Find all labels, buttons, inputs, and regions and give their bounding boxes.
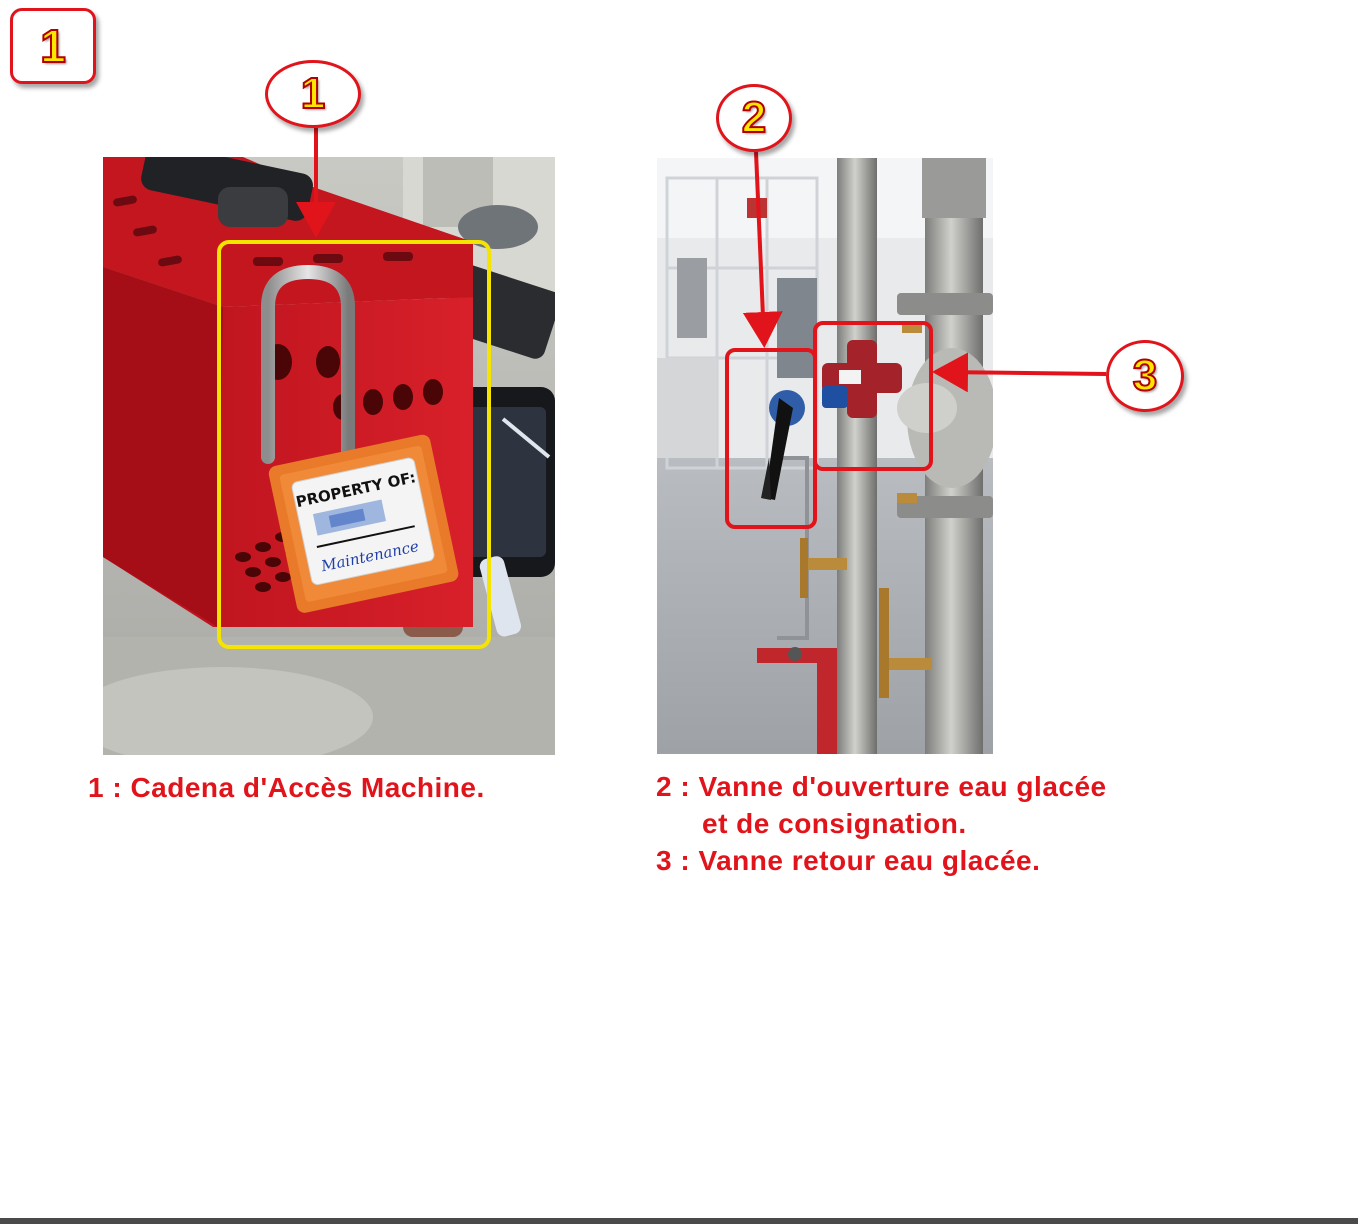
caption-valve-3: 3 : Vanne retour eau glacée. (656, 845, 1041, 876)
valves-photo-illustration (657, 158, 993, 754)
caption-valve-2-line-2: et de consignation. (702, 808, 967, 839)
padlock-photo: PROPERTY OF: Maintenance (103, 157, 555, 755)
callout-2: 2 (716, 84, 792, 152)
callout-1: 1 (265, 60, 361, 128)
caption-padlock: 1 : Cadena d'Accès Machine. (88, 772, 485, 803)
bottom-border (0, 1218, 1358, 1224)
padlock-highlight-frame (217, 240, 491, 649)
page-number: 1 (39, 19, 67, 73)
callout-2-label: 2 (741, 92, 768, 143)
caption-valve-2-line-1: 2 : Vanne d'ouverture eau glacée (656, 771, 1107, 802)
callout-1-label: 1 (300, 68, 327, 119)
callout-3-label: 3 (1132, 350, 1159, 401)
page-number-badge: 1 (10, 8, 96, 84)
valves-photo (657, 158, 993, 754)
padlock-photo-illustration: PROPERTY OF: Maintenance (103, 157, 555, 755)
callout-3: 3 (1106, 340, 1184, 412)
